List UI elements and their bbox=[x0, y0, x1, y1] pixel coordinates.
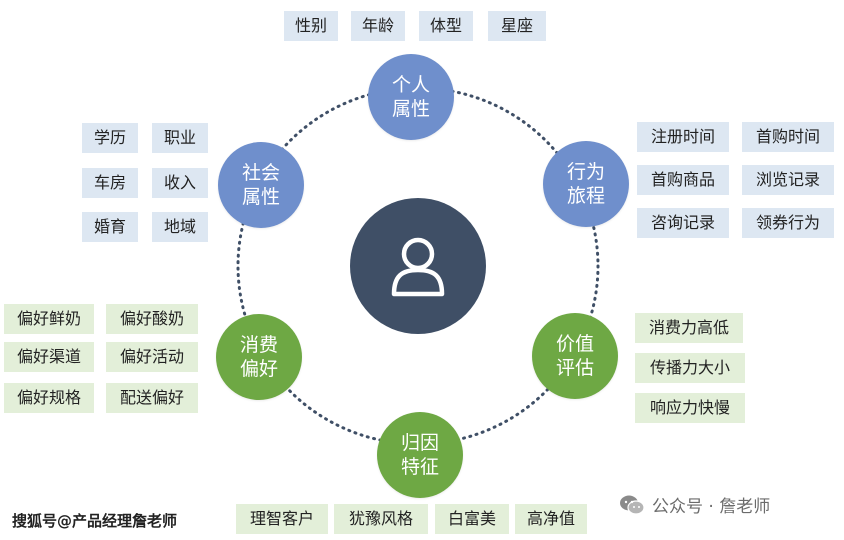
node-value-line1: 价值 bbox=[555, 333, 594, 355]
tag-first-purchase-time: 首购时间 bbox=[742, 122, 834, 152]
node-personal-line2: 属性 bbox=[391, 98, 430, 120]
tag-coupon-behavior: 领券行为 bbox=[742, 208, 834, 238]
tag-spread-power: 传播力大小 bbox=[635, 353, 745, 383]
node-social-line2: 属性 bbox=[241, 186, 280, 208]
tag-prefer-yogurt: 偏好酸奶 bbox=[106, 304, 198, 334]
node-value-assessment: 价值 评估 bbox=[532, 313, 618, 399]
node-social-attributes: 社会 属性 bbox=[218, 142, 304, 228]
node-value-line2: 评估 bbox=[555, 357, 594, 379]
tag-income: 收入 bbox=[152, 168, 208, 198]
tag-register-time: 注册时间 bbox=[637, 122, 729, 152]
watermark-wechat-text: 公众号 · 詹老师 bbox=[652, 497, 771, 517]
tag-marriage: 婚育 bbox=[82, 212, 138, 242]
tag-response-speed: 响应力快慢 bbox=[635, 393, 745, 423]
node-consumption-line1: 消费 bbox=[239, 334, 278, 356]
node-journey-line1: 行为 bbox=[566, 161, 605, 183]
node-behavior-journey: 行为 旅程 bbox=[543, 141, 629, 227]
tag-high-net-worth: 高净值 bbox=[515, 504, 587, 534]
tag-hesitant-style: 犹豫风格 bbox=[334, 504, 428, 534]
node-attribution-line2: 特征 bbox=[400, 456, 439, 478]
node-consumption-line2: 偏好 bbox=[239, 358, 278, 380]
tag-browse-history: 浏览记录 bbox=[742, 165, 834, 195]
tag-delivery-preference: 配送偏好 bbox=[106, 383, 198, 413]
tag-gender: 性别 bbox=[284, 11, 338, 41]
tag-inquiry-history: 咨询记录 bbox=[637, 208, 729, 238]
tag-education: 学历 bbox=[82, 123, 138, 153]
user-icon bbox=[391, 237, 445, 297]
node-journey-line2: 旅程 bbox=[566, 185, 605, 207]
watermark-wechat: 公众号 · 詹老师 bbox=[618, 492, 770, 517]
watermark-sohu: 搜狐号@产品经理詹老师 bbox=[12, 512, 178, 530]
tag-body-type: 体型 bbox=[419, 11, 473, 41]
center-avatar bbox=[350, 198, 486, 334]
wechat-icon bbox=[620, 495, 645, 515]
tag-prefer-fresh-milk: 偏好鲜奶 bbox=[4, 304, 94, 334]
tag-rich-beauty: 白富美 bbox=[435, 504, 509, 534]
tag-rational-customer: 理智客户 bbox=[236, 504, 328, 534]
tag-age: 年龄 bbox=[351, 11, 405, 41]
tag-zodiac: 星座 bbox=[488, 11, 546, 41]
tag-prefer-spec: 偏好规格 bbox=[4, 383, 94, 413]
tag-first-purchase-item: 首购商品 bbox=[637, 165, 729, 195]
tag-prefer-activity: 偏好活动 bbox=[106, 342, 198, 372]
node-attribution-line1: 归因 bbox=[400, 432, 439, 454]
node-social-line1: 社会 bbox=[241, 162, 280, 184]
node-consumption-preference: 消费 偏好 bbox=[216, 314, 302, 400]
tag-prefer-channel: 偏好渠道 bbox=[4, 342, 94, 372]
tag-spending-power: 消费力高低 bbox=[635, 313, 743, 343]
tag-occupation: 职业 bbox=[152, 123, 208, 153]
node-personal-line1: 个人 bbox=[391, 74, 430, 96]
node-personal-attributes: 个人 属性 bbox=[368, 54, 454, 140]
tag-region: 地域 bbox=[152, 212, 208, 242]
node-attribution-features: 归因 特征 bbox=[377, 412, 463, 498]
tag-car-house: 车房 bbox=[82, 168, 138, 198]
